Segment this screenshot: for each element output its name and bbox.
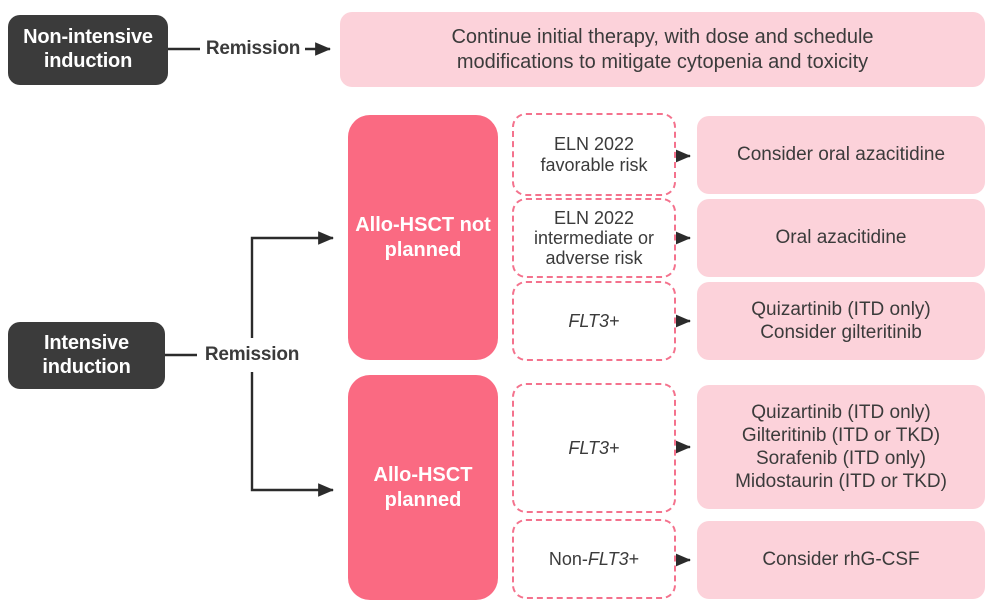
criteria-non-flt3-positive[interactable]: Non-FLT3+ [512,519,676,599]
node-non-intensive-induction[interactable]: Non-intensive induction [8,15,168,85]
criteria-suffix: + [609,310,620,331]
criteria-suffix: + [609,437,620,458]
criteria-prefix: Non- [548,548,588,569]
node-allo-hsct-planned[interactable]: Allo-HSCT planned [348,375,498,600]
criteria-eln-2022-favorable-risk[interactable]: ELN 2022 favorable risk [512,113,676,196]
criteria-text: Non-FLT3+ [549,549,639,569]
outcome-consider-rhg-csf[interactable]: Consider rhG-CSF [697,521,985,599]
criteria-eln-2022-intermediate-adverse-risk[interactable]: ELN 2022 intermediate or adverse risk [512,198,676,278]
outcome-consider-oral-azacitidine[interactable]: Consider oral azacitidine [697,116,985,194]
criteria-text: FLT3+ [568,311,619,331]
gene-name-flt3: FLT3 [568,437,610,458]
outcome-flt3-inhibitors-post-transplant[interactable]: Quizartinib (ITD only) Gilteritinib (ITD… [697,385,985,509]
criteria-suffix: + [628,548,640,569]
criteria-text: FLT3+ [568,438,619,458]
gene-name-flt3: FLT3 [587,548,629,569]
criteria-flt3-positive-not-planned[interactable]: FLT3+ [512,281,676,361]
outcome-oral-azacitidine[interactable]: Oral azacitidine [697,199,985,277]
outcome-quizartinib-consider-gilteritinib[interactable]: Quizartinib (ITD only) Consider gilterit… [697,282,985,360]
label-remission-bottom: Remission [204,344,300,365]
connector-criteria-to-outcome [675,149,691,567]
criteria-flt3-positive-planned[interactable]: FLT3+ [512,383,676,513]
label-remission-top: Remission [205,38,301,59]
node-allo-hsct-not-planned[interactable]: Allo-HSCT not planned [348,115,498,360]
gene-name-flt3: FLT3 [568,310,610,331]
node-intensive-induction[interactable]: Intensive induction [8,322,165,389]
outcome-non-intensive-continue-therapy[interactable]: Continue initial therapy, with dose and … [340,12,985,87]
